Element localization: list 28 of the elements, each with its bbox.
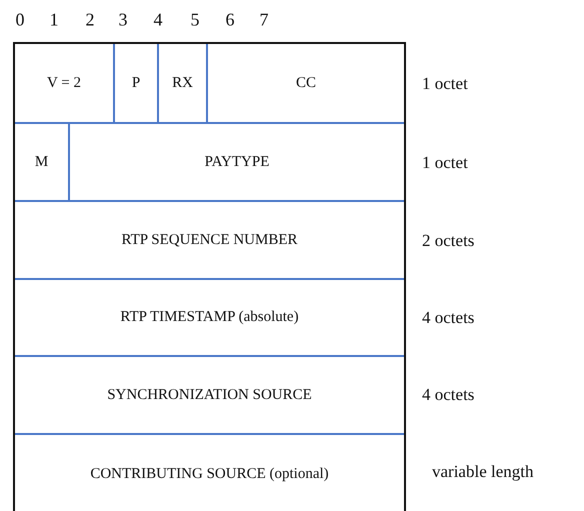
field-name: CC: [296, 74, 316, 92]
field-name: RTP TIMESTAMP (absolute): [120, 309, 299, 326]
bit-number: 6: [226, 10, 234, 30]
field-name: PAYTYPE: [204, 154, 270, 170]
bit-number: 5: [190, 10, 200, 30]
bit-number: 0: [16, 10, 24, 30]
field-name: V = 2: [46, 74, 82, 92]
field-name: P: [132, 74, 140, 92]
field-size: 1 octet: [422, 74, 468, 94]
field-name: SYNCHRONIZATION SOURCE: [107, 386, 312, 404]
field-cell: [15, 124, 70, 202]
field-size: 4 octets: [422, 308, 474, 328]
bit-number: 2: [86, 10, 94, 30]
field-size: variable length: [432, 462, 534, 482]
field-cell: [15, 44, 115, 124]
field-cell: [115, 44, 159, 124]
bit-number: 3: [118, 10, 128, 30]
field-name: M: [34, 154, 48, 170]
field-name: CONTRIBUTING SOURCE (optional): [90, 466, 329, 482]
field-size: 1 octet: [422, 153, 468, 173]
field-size: 4 octets: [422, 385, 474, 405]
field-size: 2 octets: [422, 231, 474, 251]
field-cell: [159, 44, 208, 124]
bit-number: 4: [154, 10, 162, 30]
bit-number: 1: [50, 10, 58, 30]
bit-number: 7: [260, 10, 268, 30]
field-name: RX: [172, 74, 193, 92]
field-name: RTP SEQUENCE NUMBER: [121, 232, 298, 248]
